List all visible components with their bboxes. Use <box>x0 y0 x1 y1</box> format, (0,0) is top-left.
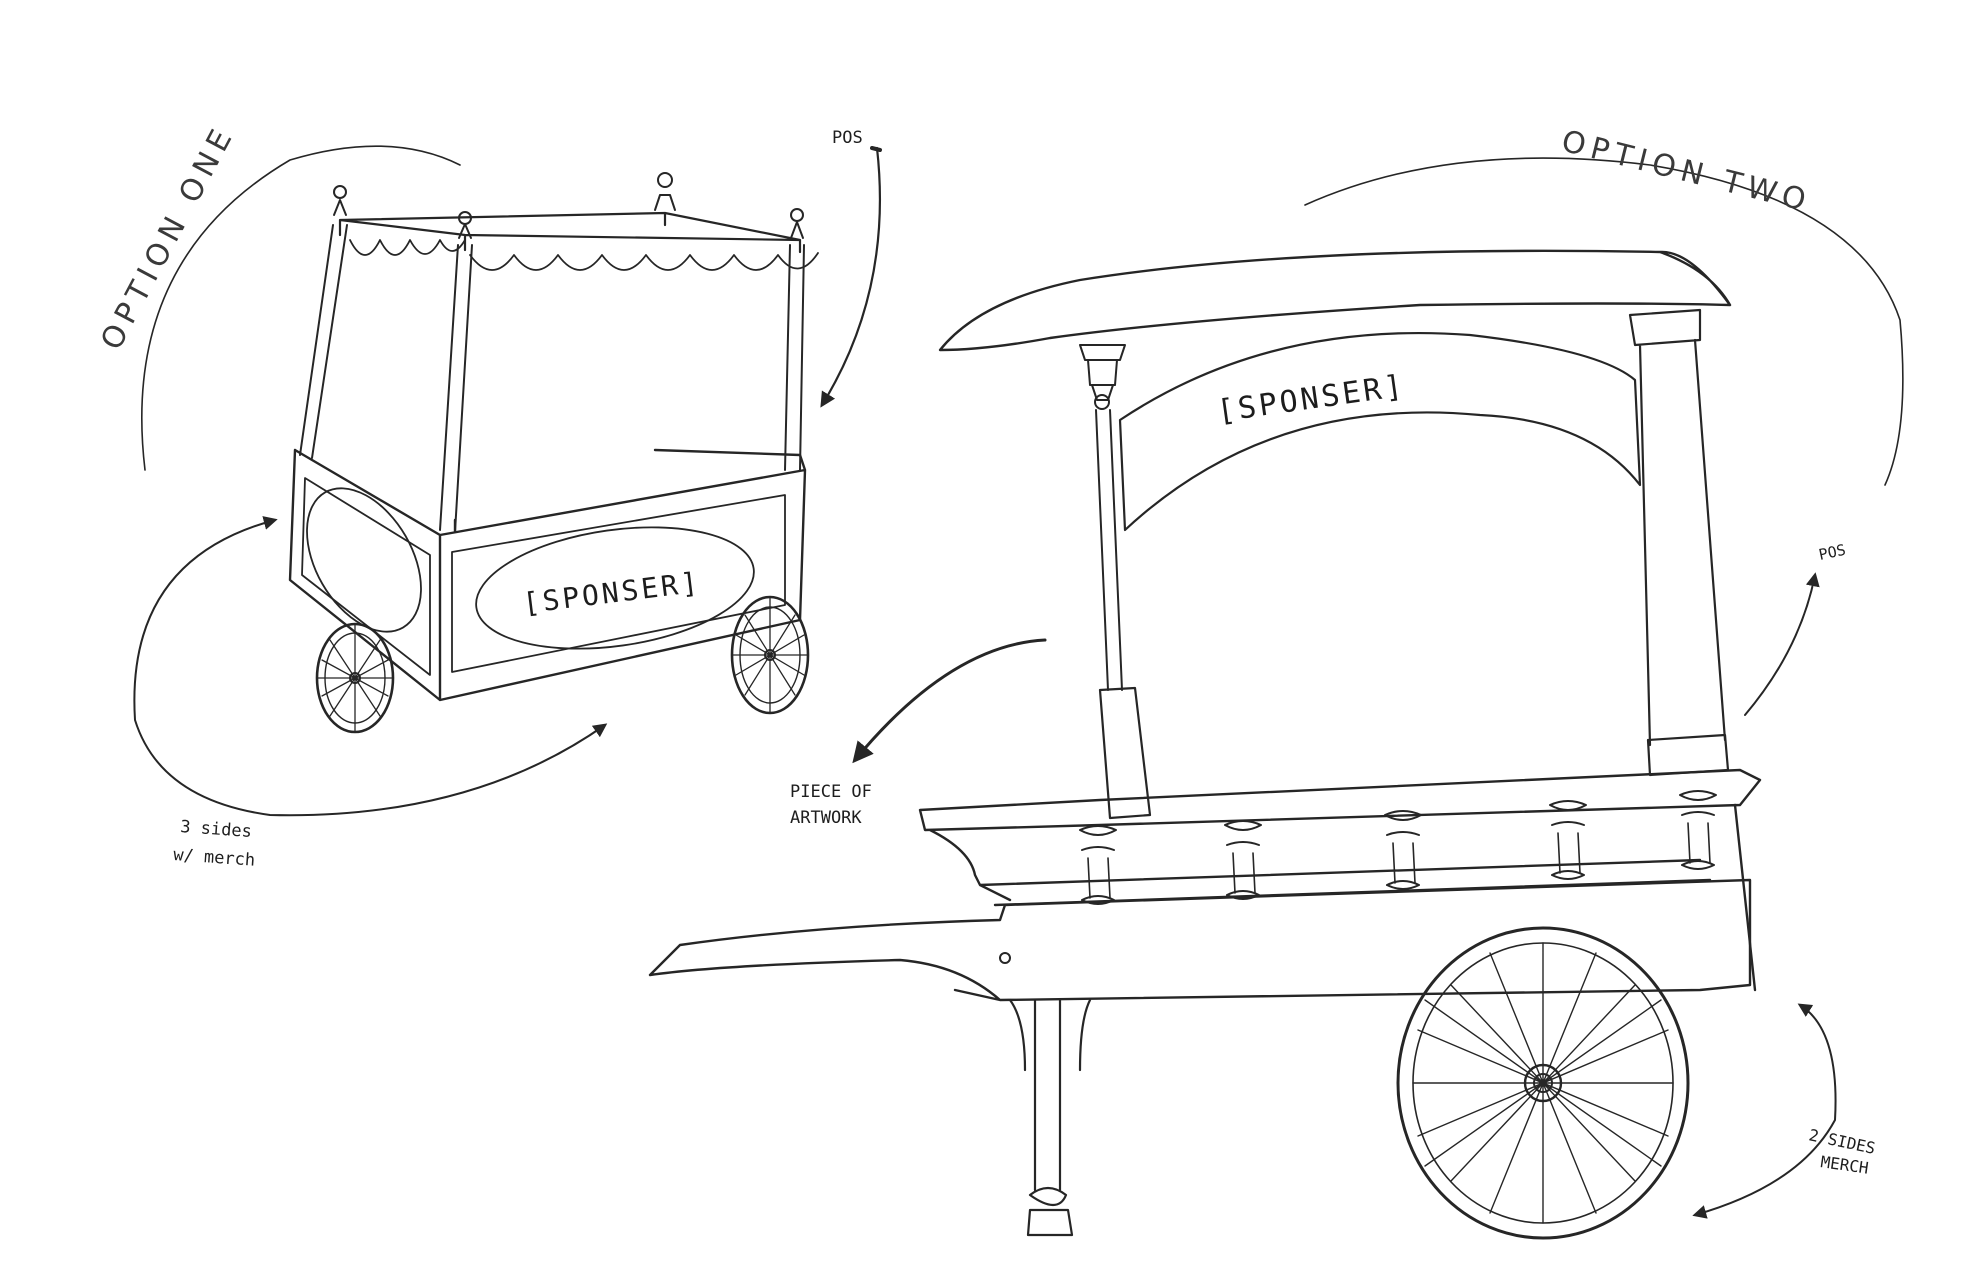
option-one-merch-label-2: w/ merch <box>173 845 256 871</box>
option-two-sponsor-label: [SPONSER] <box>1215 369 1408 430</box>
option-one-canopy <box>338 211 802 254</box>
option-two-merch-label-2: MERCH <box>1819 1152 1869 1178</box>
option-two-undercarriage <box>648 878 1752 1002</box>
option-two-roof <box>938 249 1732 352</box>
option-two-counter <box>918 768 1762 992</box>
option-one-side-panel <box>301 477 431 676</box>
option-one-left-wheel <box>315 622 395 734</box>
option-one-pos-label: POS <box>832 128 863 148</box>
option-one-posts <box>299 224 805 533</box>
option-two-title-arc <box>1304 157 1904 486</box>
option-one-cart: OPTION ONE [SPONSER] <box>94 119 882 871</box>
option-two-leg-stand <box>1008 998 1092 1237</box>
option-one-valance <box>349 239 819 271</box>
option-two-pos-label: POS <box>1817 541 1847 564</box>
option-two-merch-arrow <box>1692 1003 1837 1219</box>
option-two-spindles <box>1079 790 1717 905</box>
option-one-title-arc <box>141 145 461 471</box>
option-two-left-pole <box>1079 344 1152 820</box>
option-one-body <box>288 448 807 702</box>
option-one-finials <box>333 172 804 239</box>
option-two-right-column <box>1628 308 1730 777</box>
option-two-pos-arrow <box>1744 572 1820 716</box>
option-one-pos-arrow <box>820 146 882 408</box>
option-one-sponsor-label: [SPONSER] <box>521 566 702 621</box>
option-one-right-wheel <box>730 595 810 715</box>
option-two-artwork-arrow <box>852 638 1047 764</box>
option-two-title: OPTION TWO <box>1558 124 1815 220</box>
option-two-wheel <box>1396 926 1690 1240</box>
option-two-banner <box>1118 331 1642 532</box>
option-one-merch-label-1: 3 sides <box>180 817 253 842</box>
option-two-merch-label-1: 2 SIDES <box>1807 1125 1877 1158</box>
option-two-artwork-label-2: ARTWORK <box>790 808 862 828</box>
option-two-cart: OPTION TWO [SPONSER] <box>648 124 1904 1240</box>
option-one-merch-arrow <box>133 516 608 817</box>
option-one-title: OPTION ONE <box>94 119 242 356</box>
option-two-artwork-label-1: PIECE OF <box>790 782 872 802</box>
